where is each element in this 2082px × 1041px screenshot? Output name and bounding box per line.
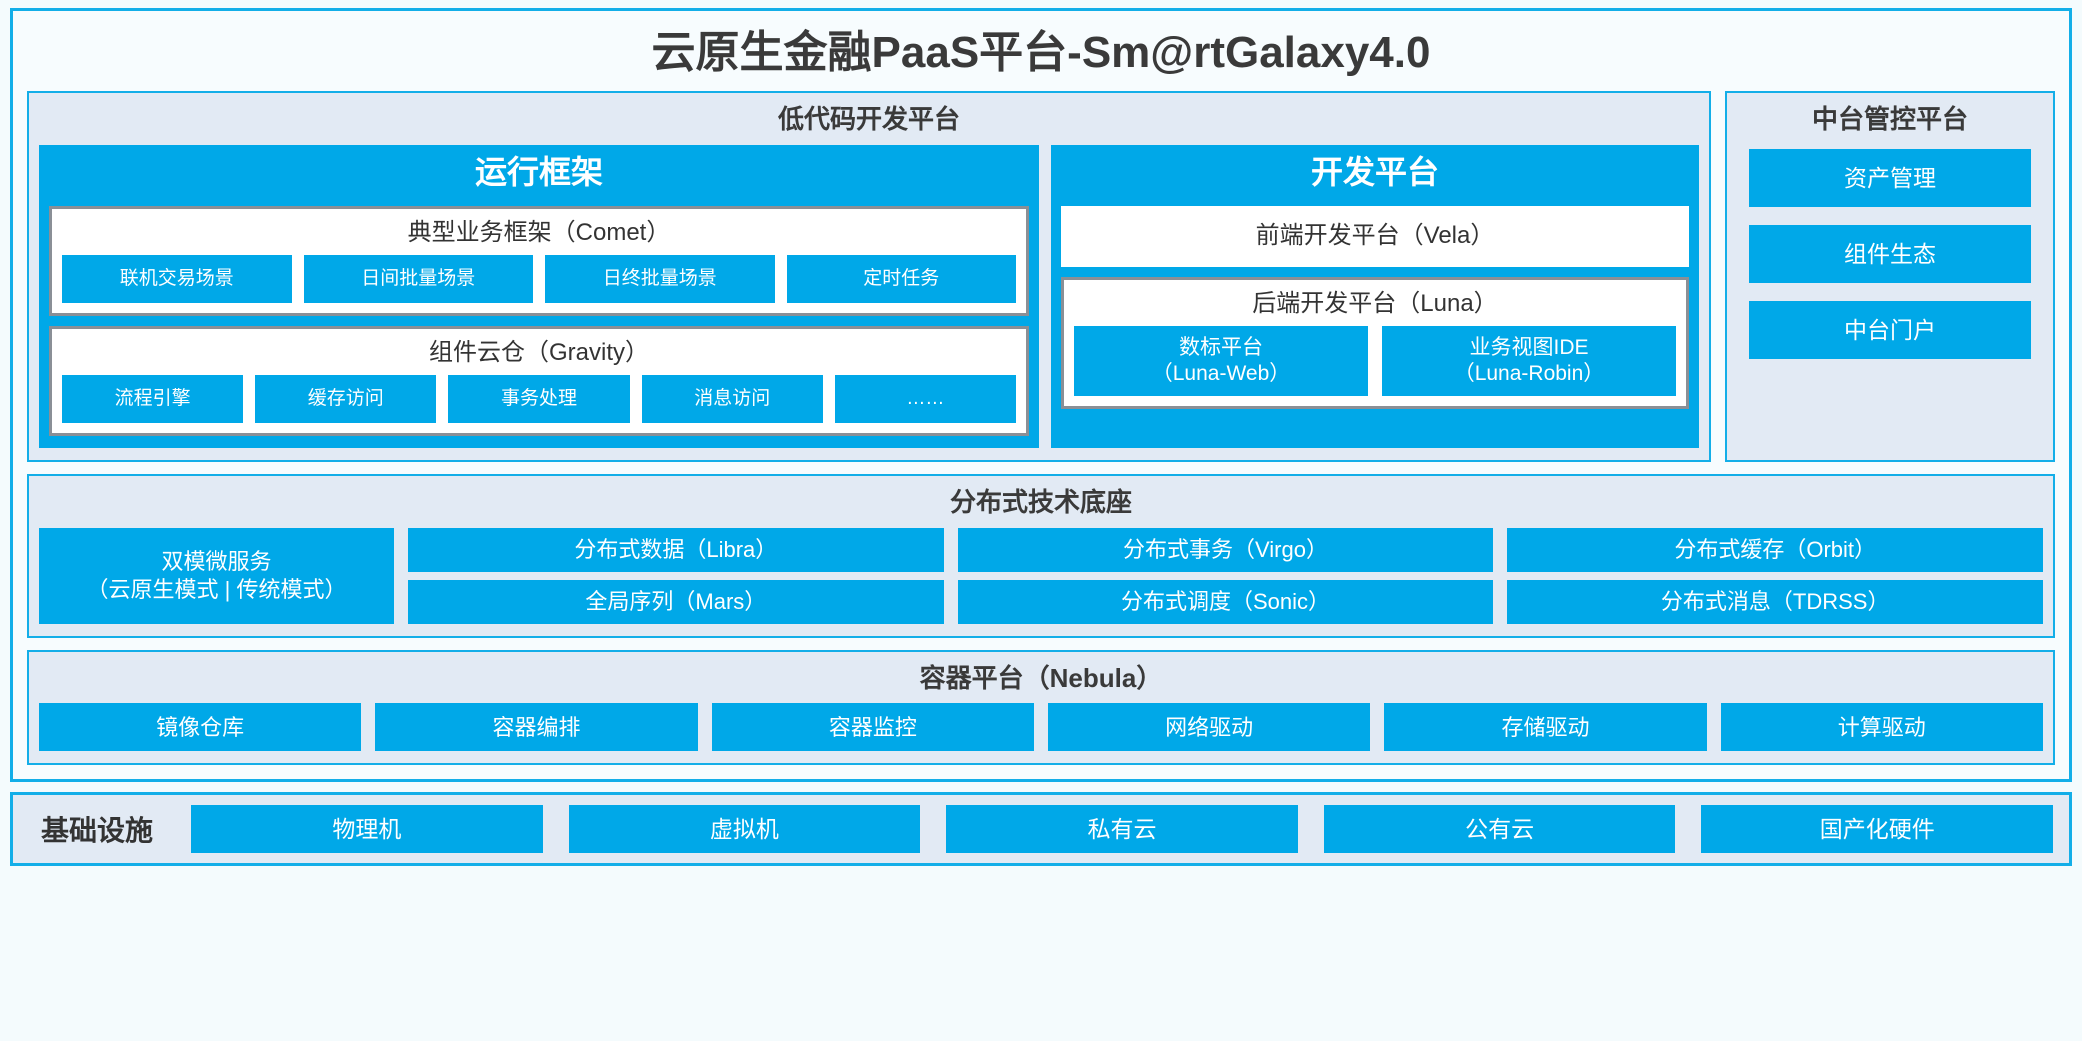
comet-item[interactable]: 日终批量场景	[545, 255, 775, 304]
infrastructure-item-public-cloud[interactable]: 公有云	[1323, 805, 1676, 854]
comet-item[interactable]: 联机交易场景	[62, 255, 292, 304]
distributed-base-panel: 分布式技术底座 双模微服务 （云原生模式 | 传统模式） 分布式数据（Libra…	[27, 473, 2055, 638]
comet-item[interactable]: 日间批量场景	[303, 255, 533, 304]
lowcode-platform-body: 运行框架 典型业务框架（Comet） 联机交易场景 日间批量场景 日终批量场景 …	[39, 145, 1699, 448]
infrastructure-label: 基础设施	[41, 815, 154, 847]
management-item-asset[interactable]: 资产管理	[1749, 149, 2031, 208]
infrastructure-item-virtual[interactable]: 虚拟机	[568, 805, 921, 854]
gravity-title: 组件云仓（Gravity）	[428, 339, 649, 367]
management-item-portal[interactable]: 中台门户	[1749, 301, 2031, 360]
distributed-base-title: 分布式技术底座	[949, 486, 1132, 517]
development-platform-block: 开发平台 前端开发平台（Vela） 后端开发平台（Luna） 数标平台 （Lun…	[1051, 145, 1699, 448]
container-platform-panel: 容器平台（Nebula） 镜像仓库 容器编排 容器监控 网络驱动 存储驱动 计算…	[27, 649, 2055, 766]
management-item-component[interactable]: 组件生态	[1749, 225, 2031, 284]
infrastructure-item-private-cloud[interactable]: 私有云	[946, 805, 1298, 854]
distributed-item-tdrss[interactable]: 分布式消息（TDRSS）	[1507, 579, 2044, 624]
gravity-card: 组件云仓（Gravity） 流程引擎 缓存访问 事务处理 消息访问 ……	[49, 326, 1029, 436]
distributed-base-body: 双模微服务 （云原生模式 | 传统模式） 分布式数据（Libra） 全局序列（M…	[39, 527, 2044, 624]
container-platform-title: 容器平台（Nebula）	[919, 662, 1163, 693]
container-item-monitoring[interactable]: 容器监控	[711, 703, 1034, 752]
row-lowcode-management: 低代码开发平台 运行框架 典型业务框架（Comet） 联机交易场景 日间批量场景…	[27, 91, 2055, 462]
dual-mode-microservice[interactable]: 双模微服务 （云原生模式 | 传统模式）	[39, 527, 394, 624]
comet-card: 典型业务框架（Comet） 联机交易场景 日间批量场景 日终批量场景 定时任务	[49, 206, 1029, 317]
distributed-column-2: 分布式事务（Virgo） 分布式调度（Sonic）	[957, 527, 1494, 624]
container-item-orchestration[interactable]: 容器编排	[375, 703, 698, 752]
distributed-item-sonic[interactable]: 分布式调度（Sonic）	[957, 579, 1494, 624]
container-item-network-driver[interactable]: 网络驱动	[1047, 703, 1371, 752]
lowcode-platform-title: 低代码开发平台	[777, 104, 960, 135]
runtime-framework-block: 运行框架 典型业务框架（Comet） 联机交易场景 日间批量场景 日终批量场景 …	[39, 145, 1039, 448]
management-platform-title: 中台管控平台	[1811, 104, 1968, 135]
distributed-column-3: 分布式缓存（Orbit） 分布式消息（TDRSS）	[1507, 527, 2044, 624]
container-item-registry[interactable]: 镜像仓库	[39, 703, 362, 752]
comet-item[interactable]: 定时任务	[786, 255, 1016, 304]
luna-item-web[interactable]: 数标平台 （Luna-Web）	[1074, 325, 1368, 396]
dual-mode-modes: （云原生模式 | 传统模式）	[86, 576, 347, 602]
luna-items: 数标平台 （Luna-Web） 业务视图IDE （Luna-Robin）	[1074, 325, 1676, 396]
page-title: 云原生金融PaaS平台-Sm@rtGalaxy4.0	[651, 28, 1431, 77]
gravity-item[interactable]: 事务处理	[448, 374, 630, 423]
gravity-items: 流程引擎 缓存访问 事务处理 消息访问 ……	[62, 374, 1017, 423]
infrastructure-item-physical[interactable]: 物理机	[191, 805, 543, 854]
distributed-item-orbit[interactable]: 分布式缓存（Orbit）	[1507, 527, 2044, 572]
infrastructure-bar: 基础设施 物理机 虚拟机 私有云 公有云 国产化硬件	[10, 792, 2072, 867]
dual-mode-microservice-wrap: 双模微服务 （云原生模式 | 传统模式）	[39, 527, 394, 624]
comet-items: 联机交易场景 日间批量场景 日终批量场景 定时任务	[62, 255, 1016, 304]
gravity-item[interactable]: 消息访问	[641, 374, 823, 423]
gravity-item[interactable]: 流程引擎	[62, 374, 244, 423]
infrastructure-item-domestic-hardware[interactable]: 国产化硬件	[1701, 805, 2053, 854]
luna-title: 后端开发平台（Luna）	[1252, 290, 1498, 318]
distributed-item-mars[interactable]: 全局序列（Mars）	[408, 579, 944, 624]
gravity-item-more[interactable]: ……	[834, 374, 1017, 423]
luna-card: 后端开发平台（Luna） 数标平台 （Luna-Web） 业务视图IDE （Lu…	[1061, 277, 1689, 409]
gravity-item[interactable]: 缓存访问	[255, 374, 437, 423]
container-item-storage-driver[interactable]: 存储驱动	[1384, 703, 1707, 752]
runtime-framework-title: 运行框架	[474, 154, 603, 191]
comet-title: 典型业务框架（Comet）	[407, 219, 671, 247]
dual-mode-name: 双模微服务	[161, 549, 272, 575]
container-platform-items: 镜像仓库 容器编排 容器监控 网络驱动 存储驱动 计算驱动	[39, 703, 2043, 752]
management-platform-panel: 中台管控平台 资产管理 组件生态 中台门户	[1725, 91, 2055, 462]
vela-frontend-card[interactable]: 前端开发平台（Vela）	[1061, 206, 1689, 268]
lowcode-platform-panel: 低代码开发平台 运行框架 典型业务框架（Comet） 联机交易场景 日间批量场景…	[27, 91, 1711, 462]
distributed-item-libra[interactable]: 分布式数据（Libra）	[408, 527, 944, 572]
luna-item-robin[interactable]: 业务视图IDE （Luna-Robin）	[1382, 325, 1676, 396]
main-frame: 云原生金融PaaS平台-Sm@rtGalaxy4.0 低代码开发平台 运行框架 …	[10, 8, 2072, 783]
distributed-column-1: 分布式数据（Libra） 全局序列（Mars）	[408, 527, 944, 624]
luna-item-code: （Luna-Robin）	[1453, 361, 1605, 385]
management-platform-items: 资产管理 组件生态 中台门户	[1737, 145, 2043, 447]
luna-item-name: 数标平台	[1179, 335, 1263, 359]
luna-item-code: （Luna-Web）	[1151, 361, 1291, 385]
container-item-compute-driver[interactable]: 计算驱动	[1720, 703, 2043, 752]
infrastructure-items: 物理机 虚拟机 私有云 公有云 国产化硬件	[191, 805, 2053, 854]
luna-item-name: 业务视图IDE	[1469, 335, 1589, 359]
distributed-item-virgo[interactable]: 分布式事务（Virgo）	[957, 527, 1494, 572]
development-platform-title: 开发平台	[1310, 154, 1439, 191]
